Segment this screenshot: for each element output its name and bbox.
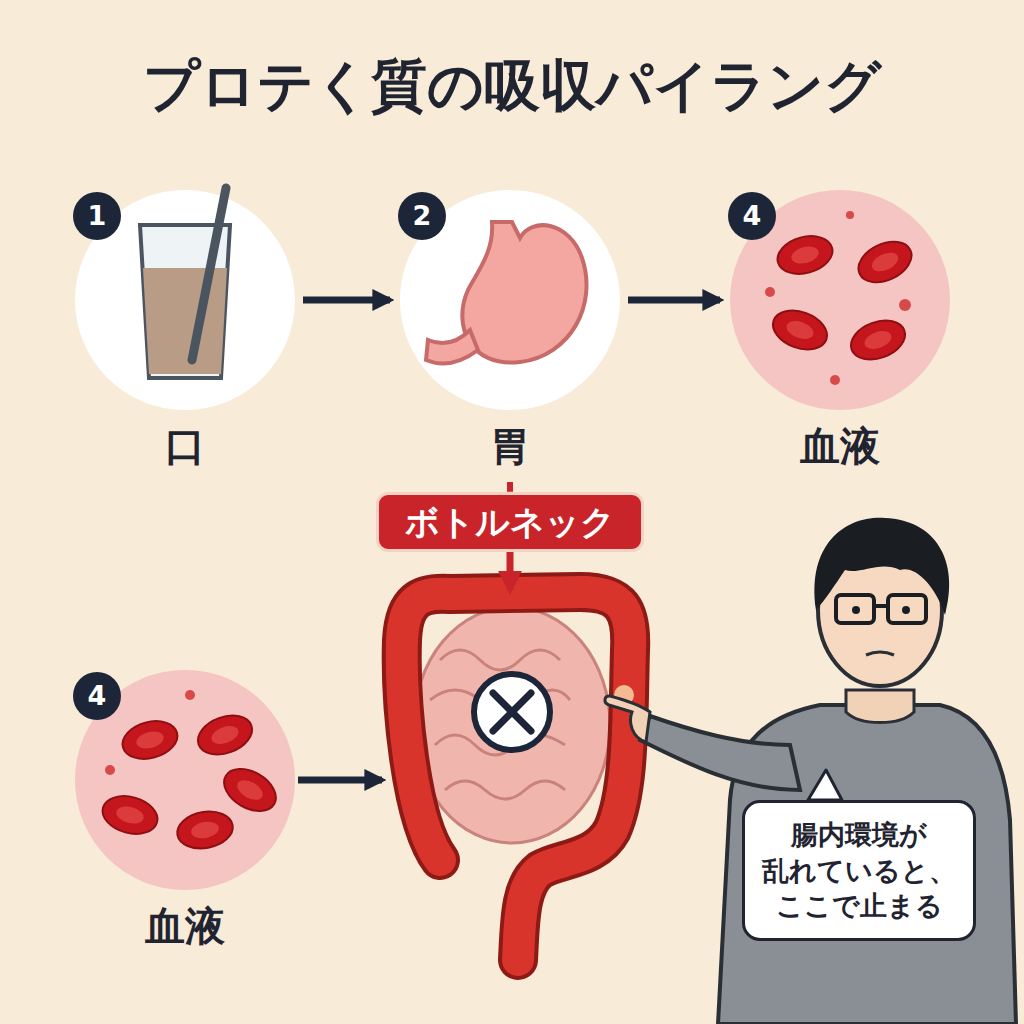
flow-connector bbox=[303, 297, 390, 304]
title: プロテく質の吸収パイラング bbox=[0, 52, 1024, 119]
bottleneck-banner: ボトルネック bbox=[376, 492, 644, 553]
bubble-tail bbox=[808, 770, 842, 800]
step-node: 1口 bbox=[75, 190, 295, 480]
intestine bbox=[402, 592, 634, 960]
step-number: 4 bbox=[73, 672, 121, 720]
flow-arrow bbox=[298, 777, 382, 784]
step-node: 2胃 bbox=[400, 190, 620, 480]
step-label: 血液 bbox=[700, 422, 980, 470]
flow-connector bbox=[628, 297, 720, 304]
step-number: 2 bbox=[398, 192, 446, 240]
person bbox=[605, 518, 1016, 1024]
speech-text: 腸内環境が 乱れていると、 ここで止まる bbox=[757, 817, 961, 924]
blocked-symbol bbox=[474, 674, 550, 750]
bottleneck-label: ボトルネック bbox=[405, 501, 615, 544]
step-number: 4 bbox=[728, 192, 776, 240]
step-label: 胃 bbox=[370, 422, 650, 470]
bottleneck-arrow bbox=[507, 552, 514, 590]
protein-glass bbox=[140, 188, 230, 378]
step-node: 4血液 bbox=[730, 190, 950, 480]
red-blood-cells bbox=[98, 690, 283, 853]
stomach bbox=[426, 222, 587, 364]
step-number: 1 bbox=[73, 192, 121, 240]
speech-bubble: 腸内環境が 乱れていると、 ここで止まる bbox=[742, 800, 976, 941]
step-label: 口 bbox=[45, 422, 325, 470]
flow-connector bbox=[507, 482, 513, 492]
step-label: 血液 bbox=[45, 902, 325, 950]
step-node: 4血液 bbox=[75, 670, 295, 960]
red-blood-cells bbox=[765, 211, 918, 385]
